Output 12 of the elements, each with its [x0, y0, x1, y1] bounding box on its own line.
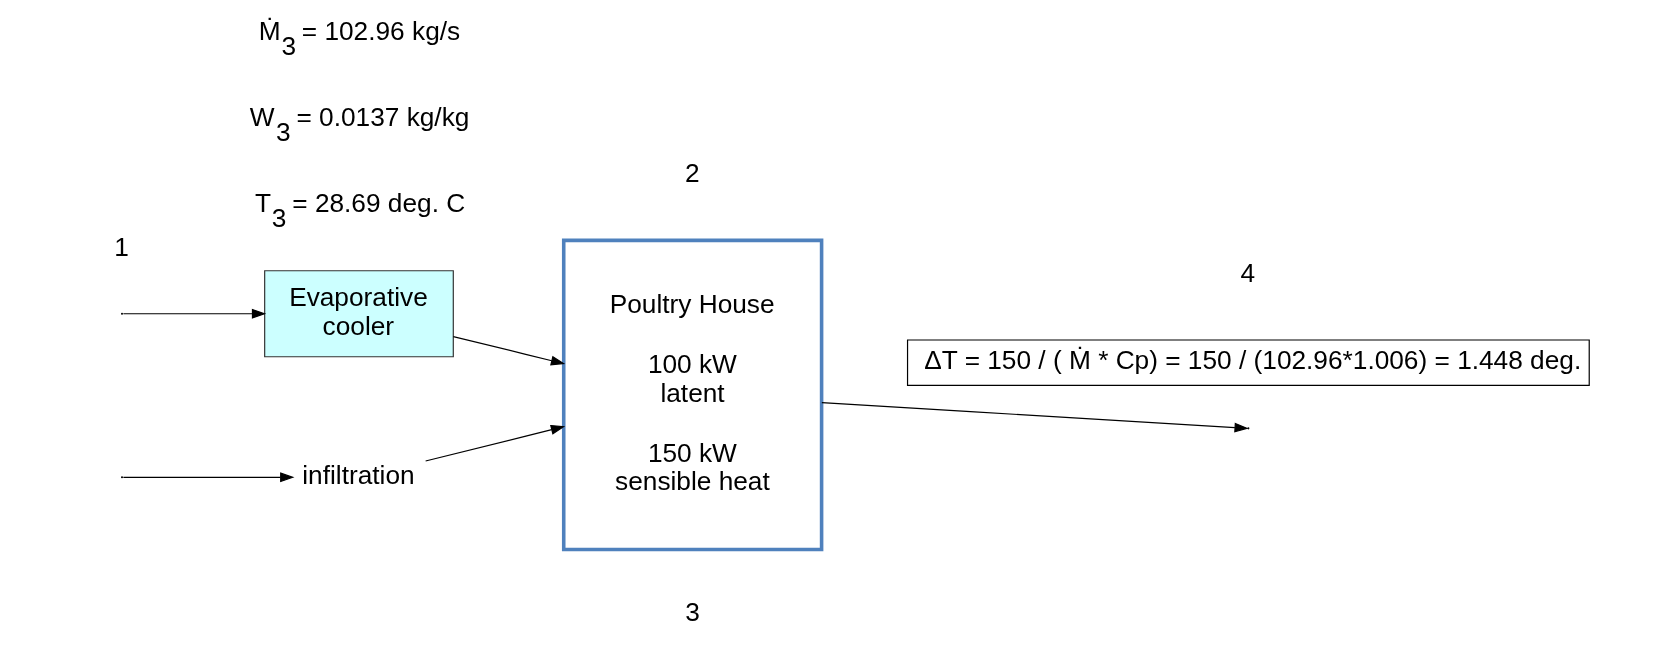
label: 3: [684, 597, 700, 628]
arrow: [122, 472, 294, 483]
label: 2: [684, 157, 700, 188]
arrow: [452, 336, 565, 366]
node-box: ΔT = 150 / ( Ṁ * Cp) = 150 / (102.96*1.006) = 1.448 deg.: [906, 339, 1590, 386]
node-box: Poultry House 100 kW latent 150 kW sensible heat: [561, 238, 823, 552]
node-text: infiltration: [301, 460, 415, 490]
node-box: Evaporative cooler: [263, 270, 454, 358]
label: 1: [113, 231, 129, 262]
arrow: [424, 424, 565, 462]
arrow: [122, 308, 266, 319]
label: 4: [1240, 258, 1255, 289]
